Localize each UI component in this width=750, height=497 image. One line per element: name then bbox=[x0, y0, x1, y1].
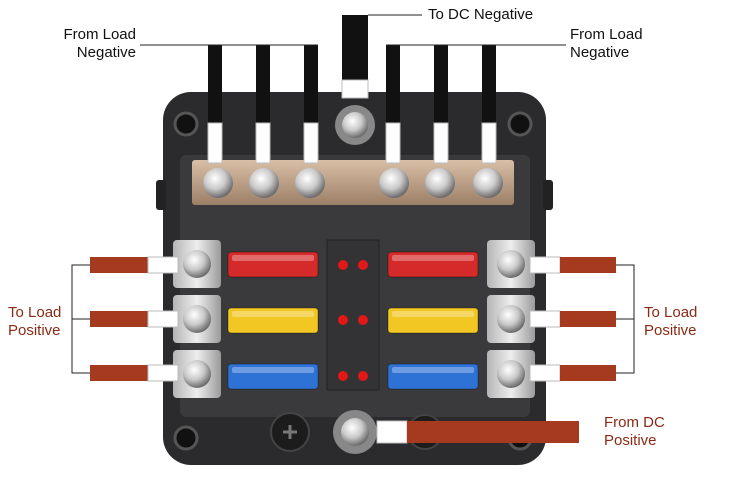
label-line: Negative bbox=[76, 44, 136, 61]
dc-negative-wire bbox=[342, 15, 368, 83]
screw-icon bbox=[183, 305, 211, 333]
label-from-load-negative-right: From Load Negative bbox=[570, 26, 680, 62]
label-line: Positive bbox=[644, 322, 697, 339]
label-line: From Load bbox=[570, 26, 643, 43]
screw-icon bbox=[497, 360, 525, 388]
dc-negative-wire-tip bbox=[341, 79, 369, 99]
positive-wires-right bbox=[529, 256, 616, 382]
fuse-yellow bbox=[227, 307, 319, 334]
negative-wire-tip bbox=[207, 122, 223, 164]
fuse-gloss bbox=[392, 367, 474, 373]
led-indicator bbox=[358, 260, 368, 270]
center-divider bbox=[326, 239, 380, 391]
negative-wire bbox=[304, 45, 318, 123]
negative-wires bbox=[207, 45, 497, 164]
positive-terminals bbox=[173, 240, 535, 398]
mount-hole-top-left bbox=[173, 111, 199, 137]
positive-wire-tip bbox=[529, 310, 561, 328]
negative-wire-tip bbox=[255, 122, 271, 164]
fuse-gloss bbox=[232, 311, 314, 317]
screw-icon bbox=[183, 250, 211, 278]
screw-icon bbox=[249, 168, 279, 198]
positive-wire bbox=[90, 365, 148, 381]
screw-icon bbox=[379, 168, 409, 198]
negative-wire bbox=[482, 45, 496, 123]
label-to-dc-negative: To DC Negative bbox=[428, 6, 534, 23]
indicator-leds bbox=[338, 260, 368, 381]
negative-wire-tip bbox=[433, 122, 449, 164]
positive-wire-tip bbox=[147, 256, 179, 274]
mount-hole-top-right bbox=[507, 111, 533, 137]
screw-icon bbox=[425, 168, 455, 198]
fuse-gloss bbox=[392, 311, 474, 317]
negative-bus-bar bbox=[192, 160, 514, 205]
label-from-dc-positive: From DC Positive bbox=[604, 414, 694, 450]
side-tab-left bbox=[156, 180, 166, 210]
label-line: Positive bbox=[8, 322, 61, 339]
negative-wire bbox=[434, 45, 448, 123]
bracket-to-load-positive-left bbox=[71, 264, 90, 374]
dc-positive-wire bbox=[407, 421, 579, 443]
led-indicator bbox=[338, 371, 348, 381]
positive-wire-tip bbox=[147, 364, 179, 382]
screw-icon bbox=[183, 360, 211, 388]
label-line: From DC bbox=[604, 414, 665, 431]
fuse-blue bbox=[387, 363, 479, 390]
negative-wire-tip bbox=[481, 122, 497, 164]
fuse-red bbox=[227, 251, 319, 278]
negative-wire-tip bbox=[303, 122, 319, 164]
dc-positive-nut bbox=[341, 418, 369, 446]
dc-positive-wire-tip bbox=[376, 420, 408, 444]
positive-wire-tip bbox=[147, 310, 179, 328]
label-line: From Load bbox=[63, 26, 136, 43]
positive-wire bbox=[560, 365, 616, 381]
led-indicator bbox=[338, 260, 348, 270]
fuse-gloss bbox=[232, 255, 314, 261]
fuse-gloss bbox=[392, 255, 474, 261]
label-from-load-negative-left: From Load Negative bbox=[40, 26, 136, 62]
screw-icon bbox=[203, 168, 233, 198]
negative-wire bbox=[386, 45, 400, 123]
label-line: To Load bbox=[8, 304, 62, 321]
bus-screws bbox=[203, 168, 503, 198]
fuses bbox=[227, 251, 479, 390]
screw-icon bbox=[473, 168, 503, 198]
label-to-load-positive-right: To Load Positive bbox=[644, 304, 724, 340]
plus-icon bbox=[283, 425, 297, 439]
leader-lines bbox=[71, 14, 635, 374]
positive-wire-tip bbox=[529, 256, 561, 274]
positive-wire bbox=[560, 311, 616, 327]
positive-wire bbox=[560, 257, 616, 273]
label-to-load-positive-left: To Load Positive bbox=[8, 304, 78, 340]
positive-wire bbox=[90, 257, 148, 273]
negative-wire bbox=[208, 45, 222, 123]
fuse-yellow bbox=[387, 307, 479, 334]
screw-icon bbox=[497, 305, 525, 333]
positive-wire bbox=[90, 311, 148, 327]
screw-icon bbox=[497, 250, 525, 278]
label-line: Negative bbox=[570, 44, 630, 61]
positive-wires-left bbox=[90, 256, 179, 382]
fuse-blue bbox=[227, 363, 319, 390]
fuse-red bbox=[387, 251, 479, 278]
led-indicator bbox=[338, 315, 348, 325]
negative-wire-tip bbox=[385, 122, 401, 164]
positive-wire-tip bbox=[529, 364, 561, 382]
dc-negative-nut bbox=[342, 112, 368, 138]
led-indicator bbox=[358, 371, 368, 381]
negative-wire bbox=[256, 45, 270, 123]
bracket-to-load-positive-right bbox=[616, 264, 635, 374]
label-line: To Load bbox=[644, 304, 698, 321]
fuse-gloss bbox=[232, 367, 314, 373]
led-indicator bbox=[358, 315, 368, 325]
screw-icon bbox=[295, 168, 325, 198]
mount-hole-bottom-left bbox=[173, 425, 199, 451]
label-line: Positive bbox=[604, 432, 657, 449]
side-tab-right bbox=[543, 180, 553, 210]
